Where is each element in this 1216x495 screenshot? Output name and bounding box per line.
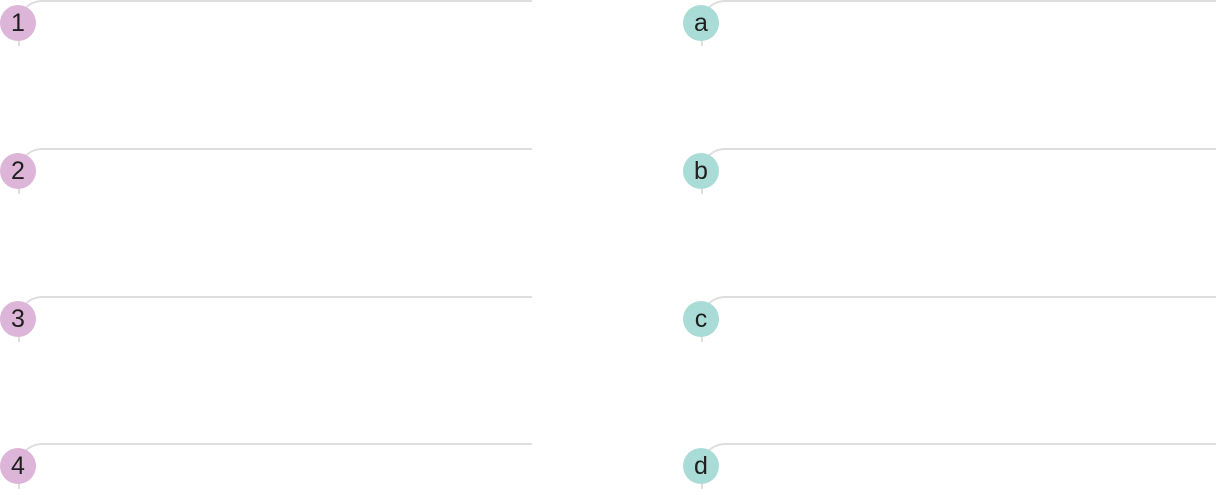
- answer-field-a[interactable]: [701, 0, 1216, 46]
- number-badge-4: 4: [0, 448, 36, 484]
- numbered-item-3: 3: [0, 296, 532, 348]
- numbered-item-1: 1: [0, 0, 532, 52]
- number-badge-1: 1: [0, 5, 36, 41]
- number-badge-3: 3: [0, 301, 36, 337]
- numbered-item-4: 4: [0, 443, 532, 495]
- lettered-item-d: d: [683, 443, 1216, 495]
- answer-field-d[interactable]: [701, 443, 1216, 489]
- letter-badge-b: b: [683, 153, 719, 189]
- letter-badge-d: d: [683, 448, 719, 484]
- answer-field-b[interactable]: [701, 148, 1216, 194]
- answer-field-1[interactable]: [18, 0, 532, 46]
- lettered-item-c: c: [683, 296, 1216, 348]
- letter-badge-a: a: [683, 5, 719, 41]
- lettered-item-b: b: [683, 148, 1216, 200]
- number-badge-2: 2: [0, 153, 36, 189]
- lettered-item-a: a: [683, 0, 1216, 52]
- numbered-column: 1 2 3 4: [0, 0, 532, 495]
- lettered-column: a b c d: [683, 0, 1216, 495]
- answer-field-4[interactable]: [18, 443, 532, 489]
- letter-badge-c: c: [683, 301, 719, 337]
- answer-field-3[interactable]: [18, 296, 532, 342]
- answer-field-2[interactable]: [18, 148, 532, 194]
- answer-field-c[interactable]: [701, 296, 1216, 342]
- numbered-item-2: 2: [0, 148, 532, 200]
